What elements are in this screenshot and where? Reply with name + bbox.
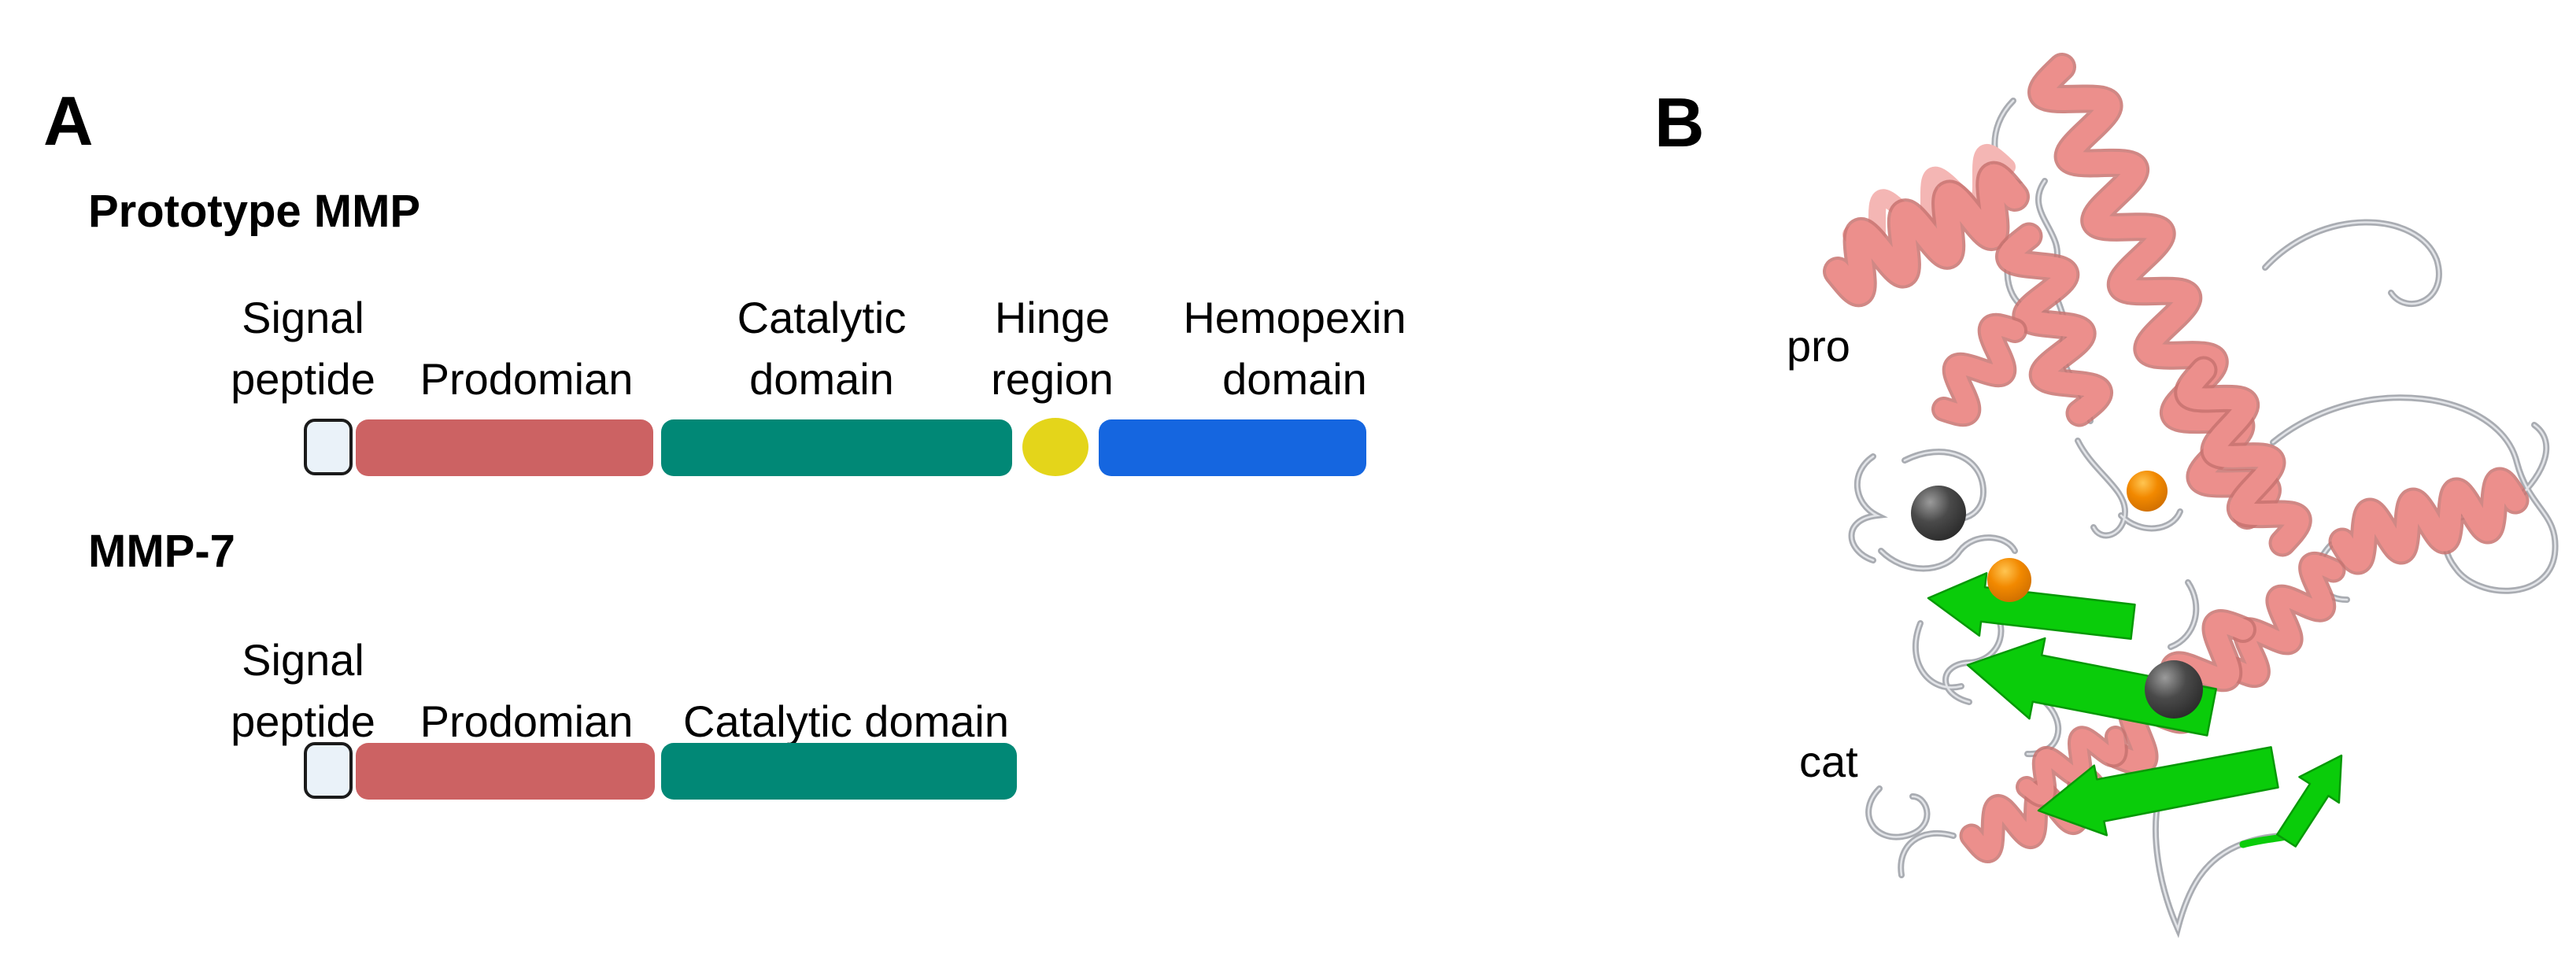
loop-ribbon xyxy=(2118,508,2183,532)
signal-peptide-box-mmp7 xyxy=(304,742,353,799)
helix-ribbons xyxy=(1823,53,2530,864)
helix-ribbon-pro xyxy=(1826,164,2027,305)
label-hinge-line2: region xyxy=(991,354,1114,405)
label-prodomain: Prodomian xyxy=(419,354,634,404)
loop-ribbon-highlight xyxy=(2264,221,2441,305)
label-signal-mmp7-line2: peptide xyxy=(231,696,375,747)
loop-ribbon-highlight xyxy=(1899,832,1955,877)
label-hemopexin-line1: Hemopexin xyxy=(1183,293,1406,342)
catalytic-domain-bar-mmp7 xyxy=(661,743,1017,800)
helix-ribbon xyxy=(2177,359,2309,554)
prototype-mmp-title: Prototype MMP xyxy=(88,186,421,237)
label-signal-peptide: Signal peptide xyxy=(209,287,397,411)
beta-strand-arrow xyxy=(2037,746,2279,837)
loop-ribbon-highlight xyxy=(1850,455,1881,562)
label-signal-mmp7-line1: Signal xyxy=(242,635,364,685)
label-signal-line2: peptide xyxy=(231,354,375,405)
label-hinge-region: Hinge region xyxy=(974,287,1131,411)
helix-ribbon xyxy=(1935,316,2024,424)
prodomain-bar xyxy=(356,419,653,476)
label-hemopexin-domain: Hemopexin domain xyxy=(1169,287,1421,411)
loop-ribbon xyxy=(1912,620,1964,691)
signal-peptide-box xyxy=(304,419,353,475)
loop-ribbon xyxy=(1898,829,1957,878)
orange-sphere xyxy=(1987,558,2031,602)
loop-ribbon-highlight xyxy=(1914,622,1963,689)
dark-sphere xyxy=(1911,486,1966,541)
hemopexin-domain-bar xyxy=(1099,419,1366,476)
prodomain-bar-mmp7 xyxy=(356,743,655,800)
panel-a-letter: A xyxy=(43,82,94,160)
label-hinge-line1: Hinge xyxy=(994,293,1111,342)
loop-ribbon xyxy=(2075,438,2129,539)
loop-ribbon-highlight xyxy=(2120,510,2182,530)
metal-ion-spheres xyxy=(1911,471,2203,719)
label-catalytic-domain-mmp7: Catalytic domain xyxy=(683,696,1009,746)
helix-ribbon xyxy=(2226,554,2343,685)
label-prodomain-mmp7: Prodomian xyxy=(419,696,634,746)
beta-strand-arrow xyxy=(1927,572,2136,641)
label-catalytic-line2: domain xyxy=(749,354,894,405)
label-catalytic-domain: Catalytic domain xyxy=(711,287,932,411)
loop-ribbon-highlight xyxy=(2076,439,2127,537)
label-catalytic-line1: Catalytic xyxy=(737,293,907,342)
loop-ribbon-highlight xyxy=(2271,396,2556,593)
helix-ribbon-central xyxy=(1998,225,2111,424)
label-hemopexin-line2: domain xyxy=(1222,354,1367,405)
cat-domain-annotation: cat xyxy=(1799,737,1858,786)
pro-domain-annotation: pro xyxy=(1787,321,1850,371)
helix-ribbon-right xyxy=(2331,470,2526,572)
loop-ribbon-highlight xyxy=(2169,581,2197,648)
loop-ribbon xyxy=(2262,219,2442,308)
beta-strand-arrow-up xyxy=(2276,754,2343,848)
beta-strand-arrow xyxy=(1966,637,2217,737)
dark-sphere xyxy=(2145,660,2203,719)
loop-ribbon-highlight xyxy=(1879,536,2016,570)
loop-ribbon xyxy=(2152,788,2290,939)
label-signal-line1: Signal xyxy=(242,293,364,342)
orange-sphere xyxy=(2127,471,2168,512)
beta-strand-arrows xyxy=(1927,572,2343,848)
label-signal-peptide-mmp7: Signal peptide xyxy=(209,630,397,753)
loop-ribbon-highlight xyxy=(1867,787,1928,838)
catalytic-domain-bar xyxy=(661,419,1012,476)
panel-b-letter: B xyxy=(1654,83,1705,161)
mmp7-title: MMP-7 xyxy=(88,526,235,577)
loop-ribbon-highlight xyxy=(2154,789,2288,932)
hinge-region-ellipse xyxy=(1022,418,1088,476)
loop-ribbon xyxy=(1848,453,1888,563)
